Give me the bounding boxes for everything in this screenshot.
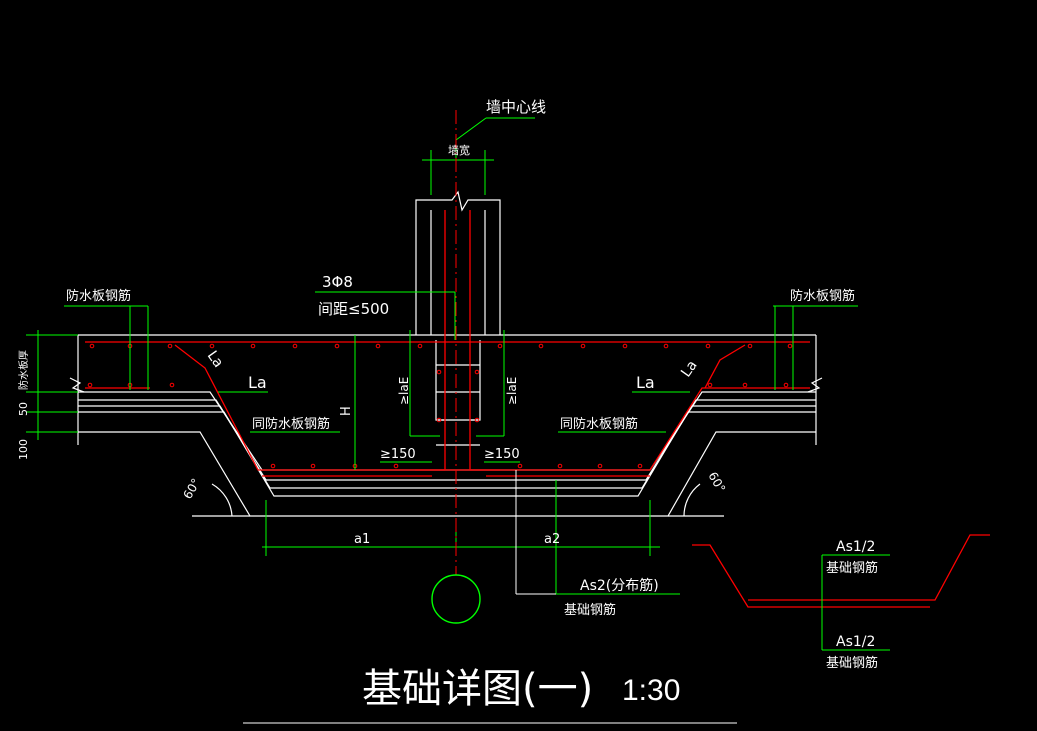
as12-bottom-label: As1/2 [836,634,875,650]
lae-right-label: ≥laE [505,377,519,405]
ge150-right-label: ≥150 [484,447,520,462]
a1-label: a1 [354,532,370,547]
dim-50-label: 50 [17,402,30,416]
waterproof-rebar-left-label: 防水板钢筋 [66,288,131,304]
drawing-scale: 1:30 [622,674,680,707]
base-rebar-bottom-label: 基础钢筋 [826,655,878,671]
wall-width-label: 墙宽 [448,143,470,157]
angle-left-label: 60° [180,476,203,501]
concrete-outline [69,190,823,517]
dim-100-label: 100 [17,439,30,460]
a2-label: a2 [544,532,560,547]
as12-top-label: As1/2 [836,539,875,555]
rebar-3phi8-label: 3Φ8 [322,273,353,291]
drawing-title: 基础详图(一) [362,666,593,712]
h-dim-label: H [339,406,354,416]
rebar-dots [87,343,793,469]
thin-leaders [243,470,737,724]
la-diagonal-left-label: La [204,348,227,371]
ge150-left-label: ≥150 [380,447,416,462]
same-rebar-left-label: 同防水板钢筋 [252,416,330,432]
angle-right-label: 60° [705,470,728,495]
spacing-label: 间距≤500 [318,300,389,318]
la-diagonal-right-label: La [678,358,701,381]
dimension-leaders [26,117,890,651]
base-rebar-top-label: 基础钢筋 [826,560,878,576]
lae-left-label: ≥laE [397,377,411,405]
wall-centerline-label: 墙中心线 [486,98,546,116]
la-right-label: La [636,373,655,392]
la-left-label: La [248,373,267,392]
base-rebar-center-label: 基础钢筋 [564,602,616,618]
as2-label: As2(分布筋) [580,577,659,594]
waterproof-rebar-right-label: 防水板钢筋 [790,288,855,304]
waterproof-thickness-label: 防水板厚 [17,350,30,390]
same-rebar-right-label: 同防水板钢筋 [560,416,638,432]
rebar-lines [85,210,990,608]
axis-bubble [431,574,481,624]
